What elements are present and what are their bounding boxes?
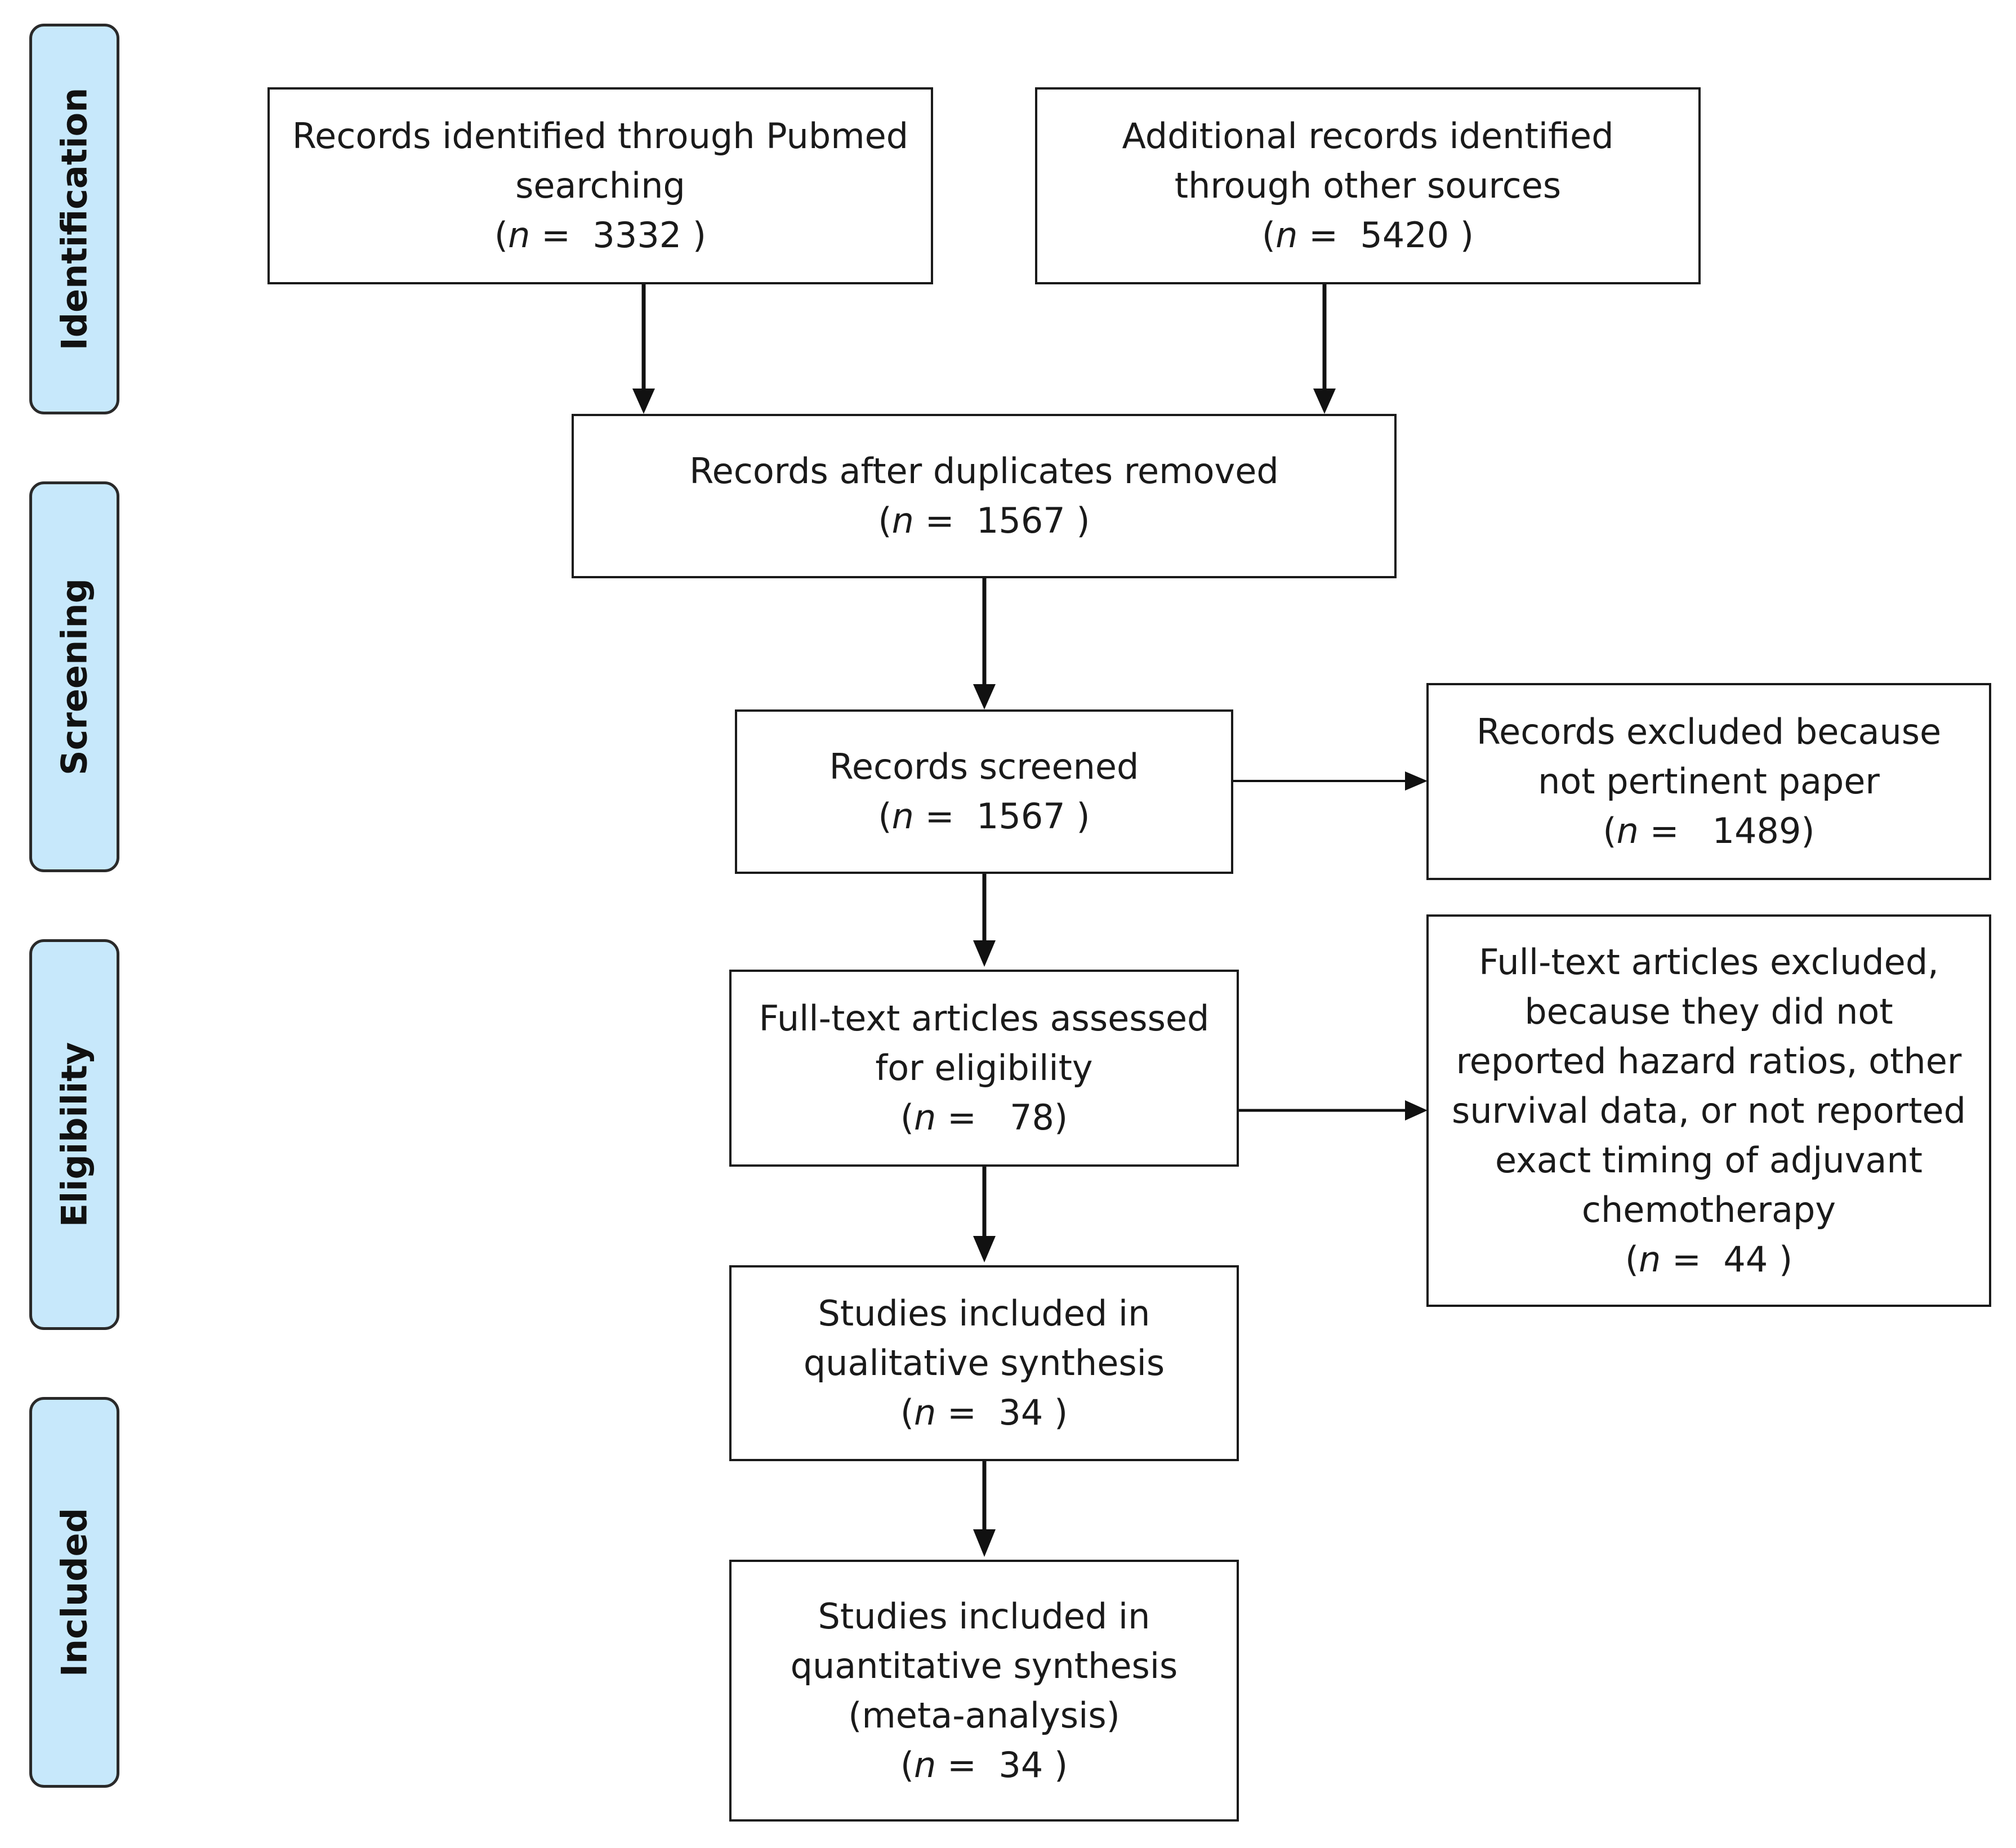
box-qualitative-synthesis: Studies included in qualitative synthesi… xyxy=(729,1265,1239,1461)
box-line: not pertinent paper xyxy=(1538,761,1880,802)
box-line: Full-text articles excluded, xyxy=(1479,941,1939,983)
box-other-sources: Additional records identified through ot… xyxy=(1035,87,1701,284)
record-count: (n = 3332 ) xyxy=(494,215,707,256)
box-line: reported hazard ratios, other xyxy=(1456,1040,1962,1082)
stage-tab-eligibility: Eligibility xyxy=(29,939,119,1330)
box-line: Records excluded because xyxy=(1476,711,1942,752)
arrowhead-other xyxy=(1313,389,1336,414)
box-records-excluded: Records excluded because not pertinent p… xyxy=(1426,683,1991,880)
record-count: (n = 1567 ) xyxy=(878,500,1090,541)
box-records-screened: Records screened (n = 1567 ) xyxy=(735,709,1233,874)
stage-tab-screening: Screening xyxy=(29,481,119,872)
box-fulltext-assessed: Full-text articles assessed for eligibil… xyxy=(729,970,1239,1167)
arrowhead-quantitative xyxy=(973,1529,996,1557)
box-line: Full-text articles assessed xyxy=(759,998,1210,1039)
box-line: qualitative synthesis xyxy=(803,1342,1165,1383)
record-count: (n = 5420 ) xyxy=(1261,215,1474,256)
box-line: quantitative synthesis xyxy=(790,1645,1178,1686)
box-duplicates-removed: Records after duplicates removed (n = 15… xyxy=(572,414,1397,578)
arrowhead-excluded-fulltext xyxy=(1405,1100,1428,1121)
box-quantitative-synthesis: Studies included in quantitative synthes… xyxy=(729,1560,1239,1822)
box-fulltext-excluded: Full-text articles excluded, because the… xyxy=(1426,914,1991,1307)
box-line: Studies included in xyxy=(818,1293,1150,1334)
box-line: Studies included in xyxy=(818,1595,1150,1637)
box-line: Additional records identified xyxy=(1122,115,1614,157)
stage-tab-identification: Identification xyxy=(29,24,119,414)
box-line: Records screened xyxy=(829,746,1139,787)
box-line: because they did not xyxy=(1524,990,1893,1032)
box-line: (meta-analysis) xyxy=(848,1694,1120,1736)
record-count: (n = 34 ) xyxy=(900,1744,1068,1785)
record-count: (n = 1489) xyxy=(1603,810,1815,851)
box-line: chemotherapy xyxy=(1581,1189,1836,1230)
box-line: exact timing of adjuvant xyxy=(1495,1139,1923,1181)
record-count: (n = 78) xyxy=(900,1097,1068,1138)
record-count: (n = 1567 ) xyxy=(878,796,1090,837)
box-line: through other sources xyxy=(1174,165,1562,206)
arrowhead-fulltext xyxy=(973,940,996,967)
box-pubmed-records: Records identified through Pubmed search… xyxy=(267,87,933,284)
box-line: Records identified through Pubmed xyxy=(292,115,909,157)
arrowhead-pubmed xyxy=(632,389,655,414)
arrowhead-qualitative xyxy=(973,1236,996,1262)
box-line: searching xyxy=(515,165,685,206)
stage-tab-included: Included xyxy=(29,1397,119,1788)
arrowhead-screened xyxy=(973,684,996,709)
box-line: for eligibility xyxy=(875,1047,1093,1088)
record-count: (n = 34 ) xyxy=(900,1392,1068,1433)
box-line: Records after duplicates removed xyxy=(689,450,1279,492)
box-line: survival data, or not reported xyxy=(1452,1090,1966,1131)
arrowhead-excluded-screening xyxy=(1405,771,1428,791)
record-count: (n = 44 ) xyxy=(1625,1238,1793,1280)
